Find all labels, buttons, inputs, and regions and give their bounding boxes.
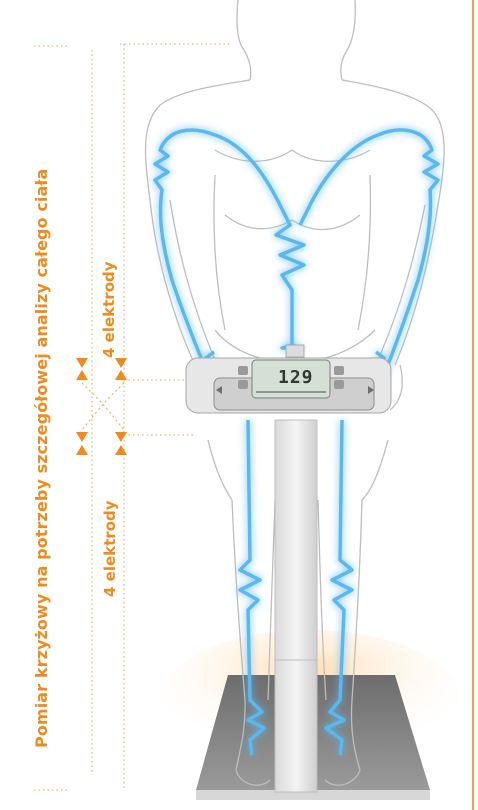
measurement-title: Pomiar krzyżowy na potrzeby szczegółowej… (32, 169, 51, 748)
arrow-up-icon (115, 445, 127, 455)
scale-pole (275, 420, 317, 792)
arrow-up-icon (115, 370, 127, 380)
electrode-cross-arrows (76, 358, 127, 455)
arrow-down-icon (115, 432, 127, 442)
lcd-reading: 129 (278, 367, 314, 388)
arrow-up-icon (76, 445, 88, 455)
arrow-down-icon (76, 432, 88, 442)
arrow-up-icon (76, 370, 88, 380)
arrow-down-icon (76, 358, 88, 368)
arrow-down-icon (115, 358, 127, 368)
lower-electrodes-label: 4 elektrody (101, 500, 119, 597)
upper-electrodes-label: 4 elektrody (100, 261, 118, 358)
